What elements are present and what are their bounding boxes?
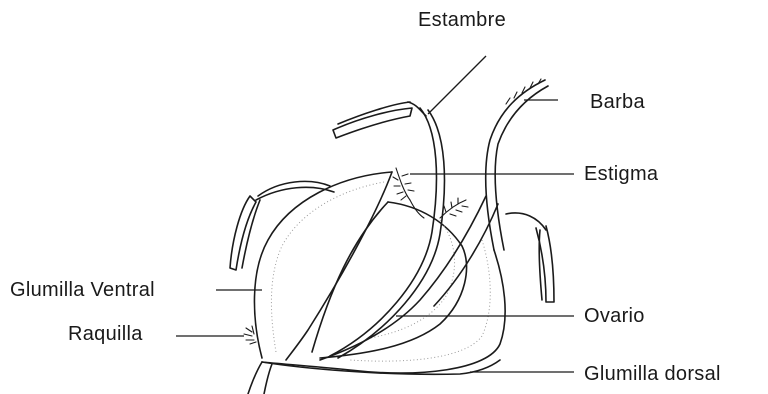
stigma: [393, 168, 468, 218]
label-estigma: Estigma: [584, 164, 658, 184]
upper-anther: [333, 102, 426, 138]
label-raquilla: Raquilla: [68, 324, 143, 344]
stamen-filament: [330, 108, 444, 358]
left-anther: [230, 181, 334, 270]
label-estambre: Estambre: [418, 10, 506, 30]
ovary: [312, 202, 467, 358]
ventral-glume: [254, 172, 392, 360]
label-glumilla-dorsal: Glumilla dorsal: [584, 364, 721, 384]
label-glumilla-ventral: Glumilla Ventral: [10, 280, 155, 300]
dorsal-glume: [262, 196, 505, 373]
right-anther: [506, 213, 554, 302]
label-ovario: Ovario: [584, 306, 645, 326]
awn: [486, 79, 548, 250]
leader-estambre: [428, 56, 486, 114]
label-barba: Barba: [590, 92, 645, 112]
